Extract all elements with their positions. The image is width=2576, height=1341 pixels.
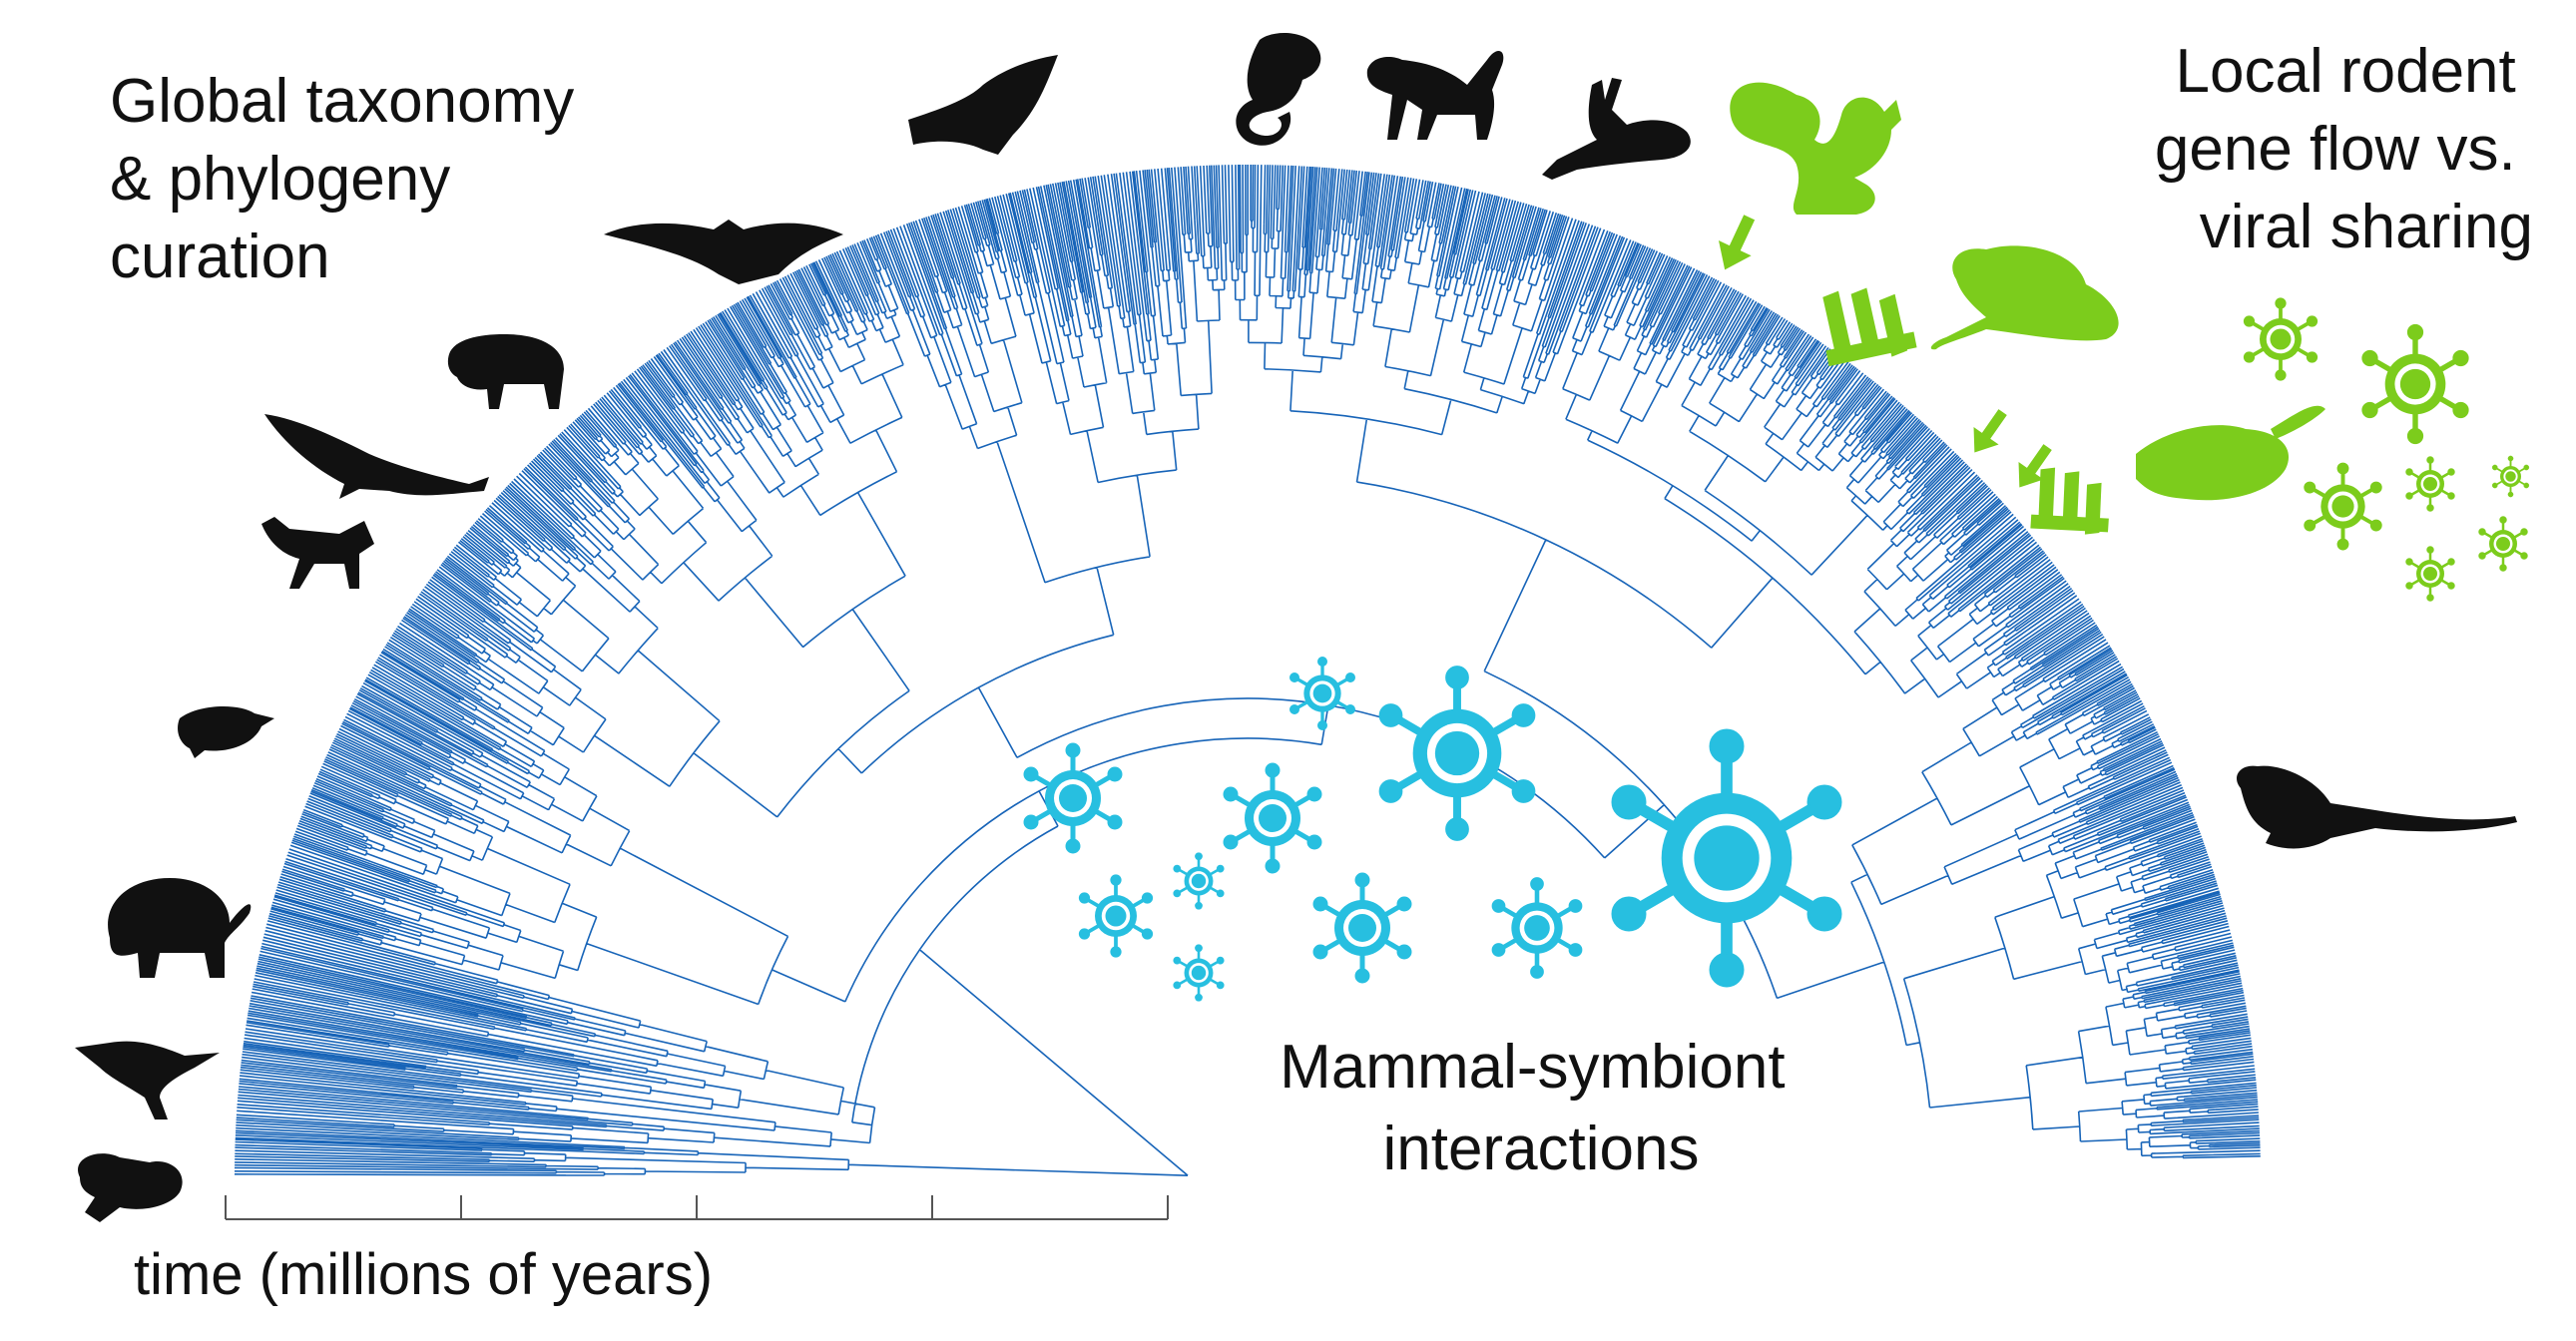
virus-icon [1492, 878, 1582, 979]
whale-icon [264, 414, 489, 499]
hamster-icon [2136, 405, 2325, 501]
gene-flow-icon [2025, 461, 2122, 549]
rat-icon [1930, 245, 2119, 350]
bison-icon [447, 334, 564, 409]
virus-icon [2404, 545, 2456, 603]
label-interactions-line-1: Mammal-symbiont [1280, 1033, 1785, 1102]
tree-branches [234, 164, 2261, 1176]
squirrel-icon [1730, 82, 1901, 215]
fox-icon [261, 517, 374, 589]
monkey-icon [1366, 50, 1504, 141]
platypus-icon [78, 1153, 183, 1222]
label-rodent: Local rodent gene flow vs. viral sharing [2155, 37, 2533, 261]
label-interactions: Mammal-symbiont interactions [1280, 1033, 1803, 1183]
virus-icon [2491, 454, 2530, 499]
virus-icon [2242, 295, 2319, 383]
axis-label: time (millions of years) [134, 1242, 713, 1307]
arrow-icon [1961, 403, 2016, 462]
virus-icon [1172, 943, 1226, 1003]
virus-icon [1613, 730, 1841, 987]
virus-icon [1172, 851, 1226, 911]
lemur-icon [1236, 33, 1321, 146]
virus-icon [1288, 655, 1357, 732]
green-rodents [1730, 82, 2325, 501]
label-interactions-line-2: interactions [1382, 1115, 1699, 1183]
mole-icon [178, 706, 274, 758]
virus-icon [2477, 515, 2529, 573]
mouse-icon [2237, 765, 2517, 849]
kangaroo-icon [75, 1041, 220, 1119]
label-rodent-line-1: Local rodent [2176, 37, 2516, 106]
gene-flow-icon [1822, 287, 1917, 367]
arrow-icon [1708, 210, 1766, 277]
label-taxonomy: Global taxonomy & phylogeny curation [110, 67, 591, 291]
mammal-silhouettes [75, 33, 2517, 1222]
bat-icon [908, 55, 1058, 155]
label-taxonomy-line-3: curation [110, 223, 330, 291]
mammoth-icon [108, 878, 252, 978]
virus-icon [2404, 455, 2456, 513]
virus-icon [2302, 460, 2384, 553]
phylogenetic-tree [234, 164, 2261, 1176]
label-rodent-line-2: gene flow vs. [2155, 115, 2516, 184]
label-taxonomy-line-2: & phylogeny [110, 145, 450, 214]
virus-icon [1313, 873, 1411, 983]
hare-icon [1542, 78, 1691, 180]
time-axis [225, 1195, 1169, 1220]
virus-icon [1379, 667, 1534, 840]
bat-icon [604, 220, 843, 284]
label-taxonomy-line-1: Global taxonomy [110, 67, 574, 136]
virus-icon [1077, 872, 1155, 960]
virus-icon [2362, 324, 2468, 443]
virus-icon [1224, 763, 1321, 873]
label-rodent-line-3: viral sharing [2200, 193, 2533, 261]
